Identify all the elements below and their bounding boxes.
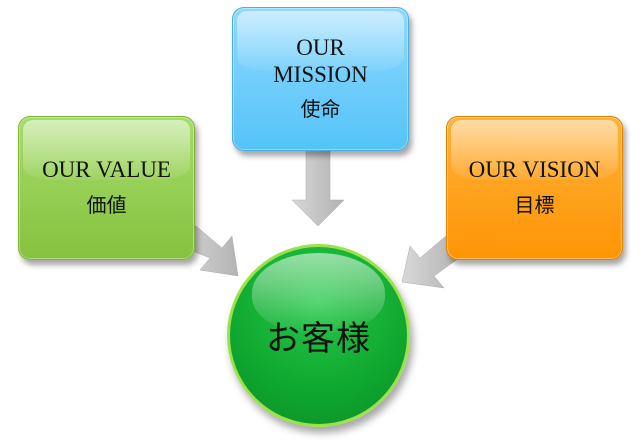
our-mission-title-line1: OUR xyxy=(296,35,345,60)
our-value-title: OUR VALUE xyxy=(42,157,171,182)
our-mission-title-line2: MISSION xyxy=(273,62,368,87)
our-mission-subtitle: 使命 xyxy=(300,97,341,121)
our-value-box: OUR VALUE 価値 xyxy=(18,116,195,260)
our-vision-title: OUR VISION xyxy=(468,157,601,182)
our-mission-box: OUR MISSION 使命 xyxy=(232,7,409,151)
arrow-mission-to-center xyxy=(291,149,345,227)
our-vision-box: OUR VISION 目標 xyxy=(446,116,623,260)
our-vision-subtitle: 目標 xyxy=(514,193,555,217)
our-value-subtitle: 価値 xyxy=(86,193,127,217)
customer-circle: お客様 xyxy=(227,244,410,427)
customer-label: お客様 xyxy=(266,319,371,359)
